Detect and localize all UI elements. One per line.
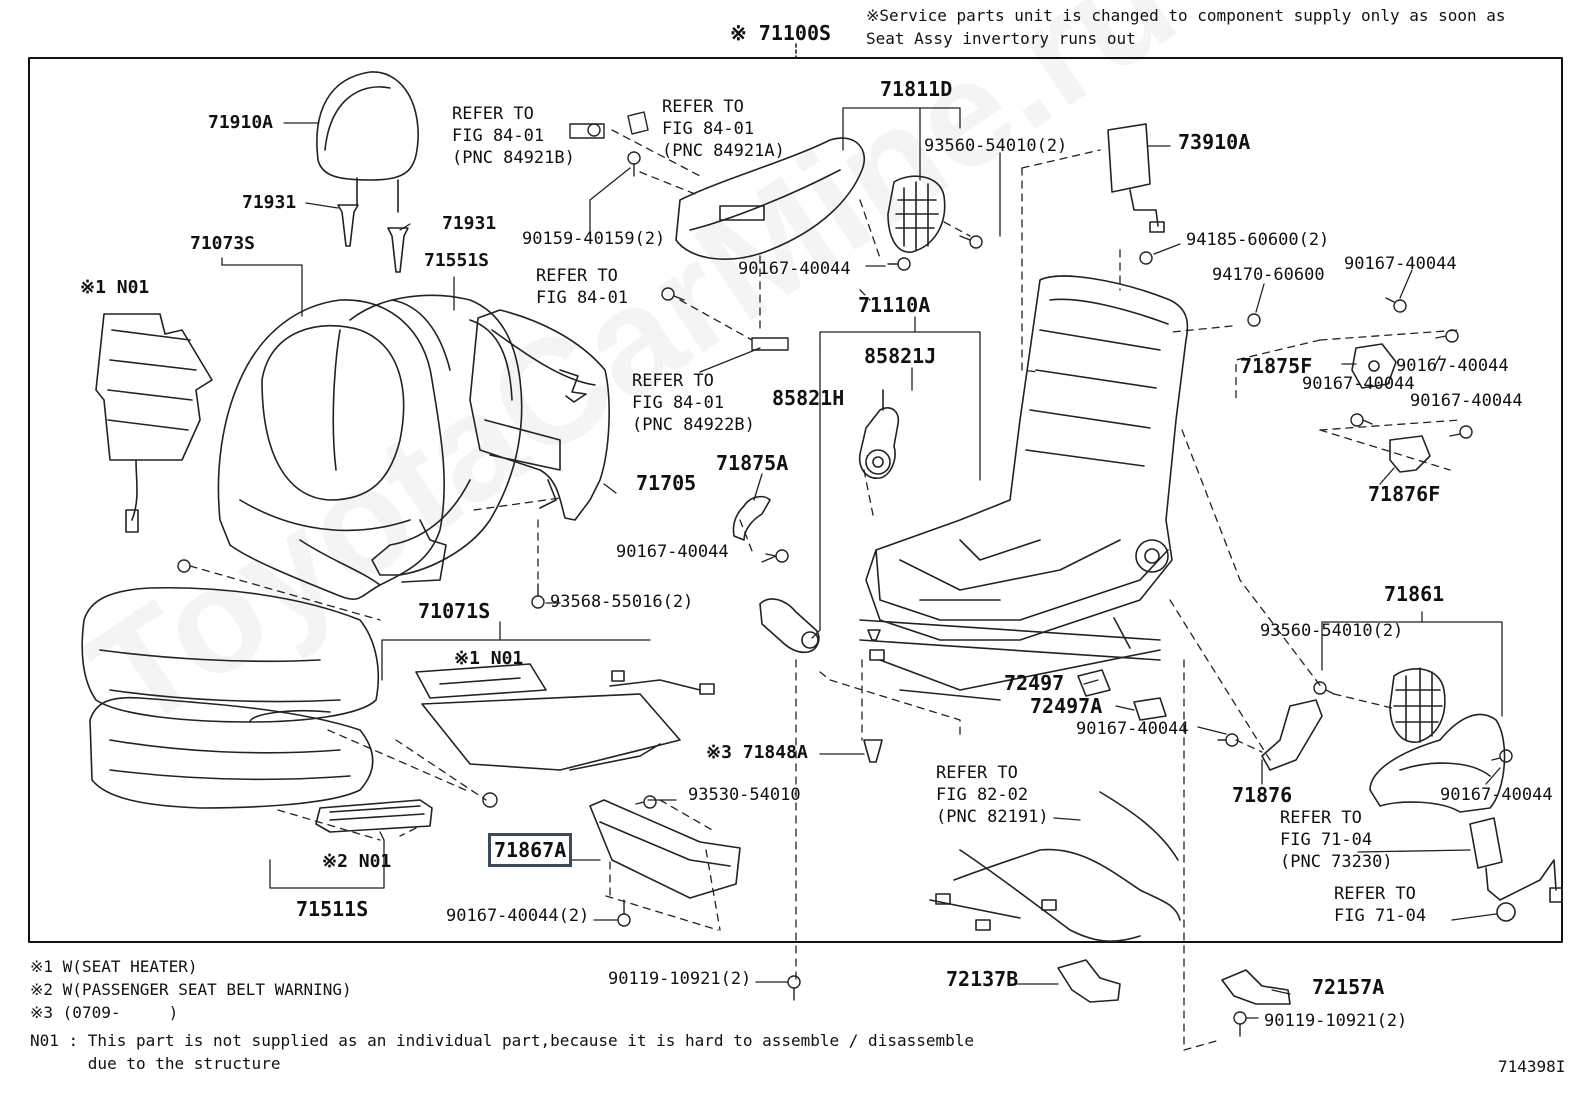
cover-72157A-drawing: [1221, 969, 1291, 1005]
refer-82191-label[interactable]: REFER TO FIG 82-02 (PNC 82191): [936, 763, 1049, 827]
wire-harness-drawing: [929, 791, 1181, 942]
footnote-3: ※3 (0709- ): [30, 1003, 179, 1022]
part-71931-label-2[interactable]: 71931: [442, 213, 497, 234]
part-90119-label[interactable]: 90119-10921(2): [608, 969, 752, 989]
part-71071S-label[interactable]: 71071S: [418, 599, 491, 623]
part-71875F-label[interactable]: 71875F: [1240, 354, 1313, 378]
belt-warning-sensor-drawing: [315, 799, 433, 833]
part-90167-label-a[interactable]: 90167-40044: [1344, 254, 1457, 274]
n01-footnote-line-2: due to the structure: [30, 1054, 281, 1073]
n01-heater-label[interactable]: ※1 N01: [80, 277, 150, 298]
cover-71861-drawing: [1369, 667, 1506, 813]
fasteners: [177, 111, 1513, 1037]
part-71861-label[interactable]: 71861: [1384, 582, 1445, 606]
bracket-71876-drawing: [1261, 699, 1323, 771]
cushion-heater-drawing: [415, 663, 715, 771]
back-heater-pad-drawing: [95, 313, 213, 533]
seatback-board-drawing: [469, 309, 610, 521]
refer-84921A-label[interactable]: REFER TO FIG 84-01 (PNC 84921A): [662, 97, 785, 161]
part-71876F-label[interactable]: 71876F: [1368, 482, 1441, 506]
part-71910A-label[interactable]: 71910A: [208, 112, 274, 133]
part-90119-label-2[interactable]: 90119-10921(2): [1264, 1011, 1408, 1031]
part-90167-label-i[interactable]: 90167-40044(2): [446, 906, 590, 926]
seat-cushion-pad-drawing: [89, 696, 374, 809]
cushion-shield-drawing: [589, 799, 741, 899]
seat-frame-drawing: [859, 275, 1189, 701]
part-90167-label-g[interactable]: 90167-40044: [1076, 719, 1189, 739]
side-shield-drawing: [675, 137, 865, 260]
dashed-assembly-lines: [189, 129, 1461, 1051]
part-72497-label[interactable]: 72497: [1004, 671, 1065, 695]
lever-71875A-drawing: [732, 495, 771, 541]
part-71551S-label[interactable]: 71551S: [424, 250, 490, 271]
part-71110A-label[interactable]: 71110A: [858, 293, 931, 317]
part-71705-label[interactable]: 71705: [636, 471, 697, 495]
part-71931-label[interactable]: 71931: [242, 192, 297, 213]
refer-84922B-label[interactable]: REFER TO FIG 84-01 (PNC 84922B): [632, 371, 755, 435]
footnote-1: ※1 W(SEAT HEATER): [30, 957, 198, 976]
lever-knob-drawing: [887, 175, 946, 253]
part-73910A-label[interactable]: 73910A: [1178, 130, 1251, 154]
refer-8401-label[interactable]: REFER TO FIG 84-01: [536, 266, 629, 308]
refer-73230-label[interactable]: REFER TO FIG 71-04 (PNC 73230): [1280, 808, 1393, 872]
part-85821J-label[interactable]: 85821J: [864, 344, 937, 368]
belt-buckle-drawing: [1469, 817, 1563, 922]
part-71867A-label[interactable]: 71867A: [487, 833, 573, 867]
bracket-72497-drawing: [1077, 669, 1167, 721]
n01-cushion-heater-label[interactable]: ※1 N01: [454, 648, 524, 669]
part-71073S-label[interactable]: 71073S: [190, 233, 256, 254]
part-71876-label[interactable]: 71876: [1232, 783, 1293, 807]
part-90159-label[interactable]: 90159-40159(2): [522, 229, 666, 249]
bracket-71875F-drawing: [1351, 343, 1397, 389]
motor-85821J-drawing: [858, 389, 900, 479]
part-71848A-label[interactable]: ※3 71848A: [706, 742, 808, 763]
part-90167-label-d[interactable]: 90167-40044: [1302, 374, 1415, 394]
part-94185-label[interactable]: 94185-60600(2): [1186, 230, 1330, 250]
cover-72137B-drawing: [1057, 959, 1121, 1003]
part-85821H-label[interactable]: 85821H: [772, 386, 845, 410]
n01-footnote-line-1: N01 : This part is not supplied as an in…: [30, 1031, 975, 1050]
part-93560-label[interactable]: 93560-54010(2): [924, 136, 1068, 156]
part-90167-label-f[interactable]: 90167-40044: [616, 542, 729, 562]
service-note-line-2: Seat Assy invertory runs out: [866, 29, 1136, 48]
assembly-number[interactable]: ※ 71100S: [730, 21, 832, 45]
seatback-cover-drawing: [217, 299, 445, 601]
part-93560-label-2[interactable]: 93560-54010(2): [1260, 621, 1404, 641]
part-90167-label-h[interactable]: 90167-40044: [1440, 785, 1553, 805]
n01-belt-warning-label[interactable]: ※2 N01: [322, 851, 392, 872]
part-90167-label-b[interactable]: 90167-40044: [738, 259, 851, 279]
leader-lines: [221, 107, 1503, 1019]
part-90167-label-e[interactable]: 90167-40044: [1410, 391, 1523, 411]
refer-84921B-label[interactable]: REFER TO FIG 84-01 (PNC 84921B): [452, 104, 575, 168]
part-90167-label-c[interactable]: 90167-40044: [1396, 356, 1509, 376]
seat-cushion-cover-drawing: [81, 586, 380, 723]
motor-85821H-drawing: [759, 598, 820, 654]
part-72137B-label[interactable]: 72137B: [946, 967, 1019, 991]
seatback-pad-drawing: [349, 294, 523, 583]
part-93568-label[interactable]: 93568-55016(2): [550, 592, 694, 612]
headrest-guide-drawing: [337, 204, 409, 273]
switch-73910A-drawing: [1107, 123, 1165, 233]
footnote-2: ※2 W(PASSENGER SEAT BELT WARNING): [30, 980, 352, 999]
headrest-drawing: [316, 71, 419, 213]
clip-71848A-drawing: [863, 629, 885, 763]
part-94170-label[interactable]: 94170-60600: [1212, 265, 1325, 285]
bracket-71876F-drawing: [1389, 435, 1431, 473]
part-72157A-label[interactable]: 72157A: [1312, 975, 1385, 999]
part-71875A-label[interactable]: 71875A: [716, 451, 789, 475]
refer-7104-label[interactable]: REFER TO FIG 71-04: [1334, 884, 1427, 926]
part-93530-label[interactable]: 93530-54010: [688, 785, 801, 805]
part-72497A-label[interactable]: 72497A: [1030, 694, 1103, 718]
part-71811D-label[interactable]: 71811D: [880, 77, 953, 101]
figure-id: 714398I: [1498, 1057, 1566, 1076]
part-71511S-label[interactable]: 71511S: [296, 897, 369, 921]
service-note-line-1: ※Service parts unit is changed to compon…: [866, 6, 1506, 25]
